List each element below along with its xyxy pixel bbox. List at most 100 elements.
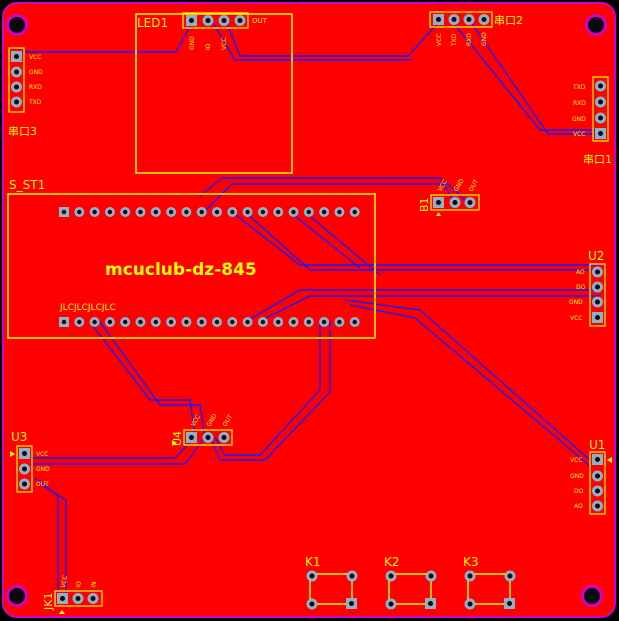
sst1-top-pin-hole-12: [230, 209, 235, 215]
sst1-top-pin-hole-11: [214, 209, 220, 215]
uart2-pin-label-3: RXD: [466, 33, 473, 46]
sst1-top-pin-hole-3: [92, 209, 97, 215]
k3-ref-label: K3: [463, 555, 479, 569]
sst1-top-pin-hole-2: [77, 209, 82, 215]
sst1-bottom-pin-hole-7: [153, 319, 158, 325]
sst1-bottom-pin-hole-2: [77, 319, 82, 325]
sst1-top-pin-hole-14: [260, 209, 266, 215]
uart1-connector: TXD RXD GND VCC 串口1: [572, 76, 612, 166]
sst1-top-pin-hole-6: [138, 209, 143, 215]
u1-header-outline: [589, 451, 606, 515]
b1-header-outline: [430, 194, 480, 211]
sst1-top-pin-row: [59, 207, 360, 217]
uart3-header-outline: [8, 47, 25, 113]
k1-silkscreen: [309, 573, 353, 605]
u1-pin-label-2: GND: [570, 473, 584, 480]
sst1-top-pin-hole-19: [337, 209, 342, 215]
sst1-top-pin-hole-7: [153, 209, 158, 215]
sst1-jlc-label: JLCJLCJLCJLC: [59, 303, 116, 313]
u1-ref-label: U1: [589, 438, 605, 452]
sst1-bottom-pin-hole-4: [107, 319, 113, 325]
uart2-pin-label-4: GND: [481, 32, 488, 46]
u3-pin-label-3: OUT: [36, 481, 49, 488]
u2-pin-label-3: GND: [569, 299, 583, 306]
uart1-header-outline: [592, 76, 609, 142]
u2-sensor: U2 AO DO GND VCC: [569, 249, 606, 327]
sst1-top-pin-hole-4: [107, 209, 113, 215]
sst1-top-pin-hole-17: [306, 209, 311, 215]
sst1-bottom-pin-hole-20: [352, 319, 357, 325]
b1-pin1-marker: [436, 212, 441, 216]
led1-pin-label-2: IO: [205, 43, 212, 50]
sst1-bottom-pin-hole-19: [337, 319, 342, 325]
jk1-pin1-marker: [59, 610, 65, 614]
sst1-bottom-pin-row: [59, 317, 360, 327]
u2-pin-label-1: AO: [576, 269, 585, 276]
uart2-ref-label: 串口2: [494, 14, 523, 27]
jk1-pin-label-2: IO: [75, 580, 83, 588]
u4-header-outline: [183, 429, 233, 446]
sst1-top-pin-hole-5: [123, 209, 128, 215]
sst1-top-pin-hole-20: [352, 209, 357, 215]
sst1-top-pin-hole-16: [291, 209, 296, 215]
uart2-header-outline: [429, 11, 493, 28]
uart3-connector: VCC GND RXD TXD 串口3: [8, 47, 43, 138]
sst1-top-pin-hole-9: [184, 209, 189, 215]
u3-pin-label-2: GND: [36, 466, 50, 473]
sst1-top-pin-hole-18: [321, 209, 327, 215]
uart2-pin-label-1: VCC: [436, 34, 443, 46]
sst1-bottom-pin-hole-6: [138, 319, 143, 325]
u3-sensor: U3 VCC GND OUT: [10, 430, 50, 493]
b1-sensor: B1 VCC GND OUT: [418, 177, 480, 216]
u3-ref-label: U3: [11, 430, 27, 444]
k2-silkscreen: [388, 573, 432, 605]
led1-silkscreen-box: [135, 13, 293, 174]
uart3-pin-label-3: RXD: [29, 84, 42, 91]
k3-silkscreen: [467, 573, 511, 605]
uart2-connector: 串口2 VCC TXD RXD GND: [429, 11, 523, 47]
uart3-ref-label: 串口3: [8, 125, 37, 138]
u4-pin1-marker: [172, 440, 177, 446]
uart3-pin-label-2: GND: [29, 69, 43, 76]
sst1-bottom-pin-hole-16: [291, 319, 296, 325]
b1-ref-label: B1: [418, 197, 431, 212]
uart3-pin-label-4: TXD: [28, 99, 42, 106]
u2-ref-label: U2: [588, 249, 604, 263]
sst1-bottom-pin-hole-12: [230, 319, 235, 325]
led1-out-label: OUT: [252, 17, 268, 25]
mounting-holes: [6, 14, 607, 607]
led1-pin-label-3: VCC: [221, 38, 228, 50]
sst1-silkscreen-box: [7, 193, 376, 339]
button-k3: K3: [463, 555, 516, 610]
led1-ref-label: LED1: [137, 16, 168, 30]
sst1-bottom-pin-hole-3: [92, 319, 97, 325]
led1-header-outline: [182, 12, 249, 29]
uart1-pin-label-2: RXD: [573, 100, 586, 107]
u1-pin1-marker: [607, 457, 612, 463]
sst1-bottom-pin-hole-9: [184, 319, 189, 325]
sst1-top-pin-hole-15: [276, 209, 281, 215]
u3-pin-label-1: VCC: [36, 451, 48, 458]
u1-sensor: U1 VCC GND DO AO: [570, 438, 612, 515]
sst1-top-pin-hole-13: [245, 209, 250, 215]
u1-pin-label-4: AO: [574, 503, 583, 510]
sst1-bottom-pin-hole-10: [199, 319, 204, 325]
u1-pin-label-1: VCC: [570, 457, 582, 464]
sst1-bottom-pin-hole-13: [245, 319, 250, 325]
u2-header-outline: [589, 263, 606, 327]
sst1-bottom-pin-hole-18: [321, 319, 327, 325]
jk1-pin-label-1: VCC: [60, 575, 69, 589]
sst1-ref-label: S_ST1: [9, 178, 45, 192]
jk1-header-outline: [54, 590, 103, 607]
uart1-pin-label-4: VCC: [573, 131, 585, 138]
u3-pin1-marker: [10, 451, 15, 457]
u2-pin-label-4: VCC: [570, 315, 582, 322]
jk1-ref-label: JK1: [42, 593, 55, 611]
jk1-pin-label-3: IN: [90, 581, 98, 588]
button-k2: K2: [384, 555, 437, 610]
sst1-bottom-pin-hole-8: [168, 319, 174, 325]
u1-pin-label-3: DO: [574, 488, 584, 495]
u3-header-outline: [16, 445, 33, 493]
traces: [12, 20, 600, 598]
